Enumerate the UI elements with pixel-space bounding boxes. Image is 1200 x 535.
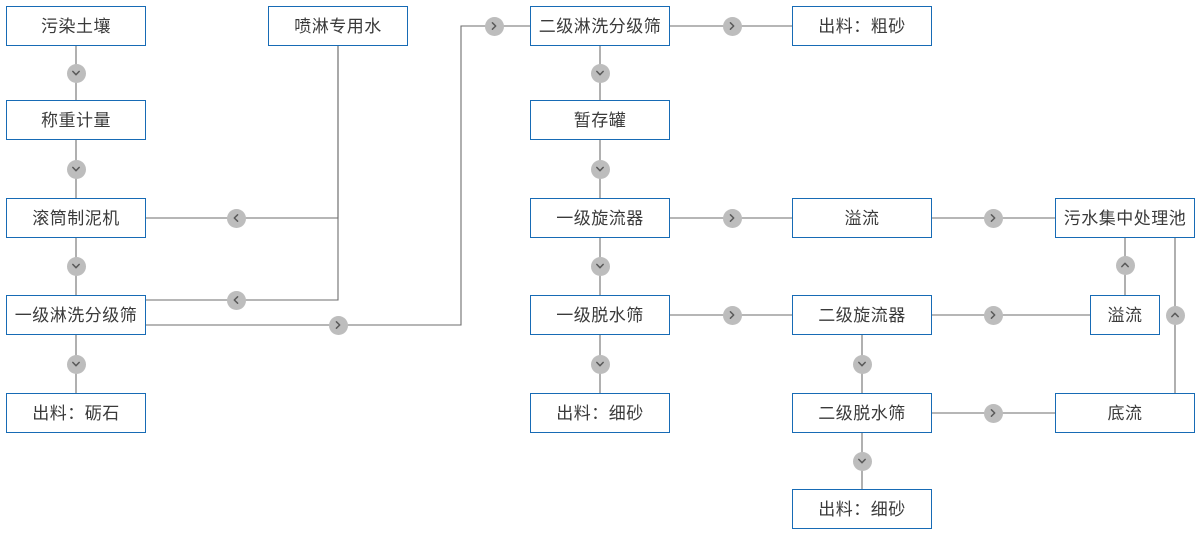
edge-n6-to-n4 [146,46,339,301]
process-node-label: 溢流 [844,208,880,228]
chevron-right-icon [484,16,504,36]
process-node-label: 一级脱水筛 [556,305,644,325]
chevron-down-icon [66,63,86,83]
chevron-up-icon [1165,305,1185,325]
process-node-n5[interactable]: 出料：砺石 [6,393,146,433]
chevron-down-icon [590,256,610,276]
process-node-label: 污水集中处理池 [1063,208,1187,228]
process-node-n3[interactable]: 滚筒制泥机 [6,198,146,238]
process-node-n19[interactable]: 底流 [1055,393,1195,433]
process-node-label: 一级淋洗分级筛 [14,305,138,325]
chevron-right-icon [722,305,742,325]
chevron-down-icon [66,159,86,179]
process-node-label: 出料：细砂 [818,499,906,519]
process-node-n7[interactable]: 二级淋洗分级筛 [530,6,670,46]
process-node-n10[interactable]: 一级脱水筛 [530,295,670,335]
edge-n6-to-n3 [146,46,339,219]
process-node-n15[interactable]: 二级脱水筛 [792,393,932,433]
process-node-label: 二级脱水筛 [818,403,906,423]
chevron-down-icon [66,256,86,276]
chevron-down-icon [590,63,610,83]
process-node-label: 二级淋洗分级筛 [538,16,662,36]
process-node-n17[interactable]: 污水集中处理池 [1055,198,1195,238]
process-node-label: 污染土壤 [41,16,111,36]
process-node-label: 滚筒制泥机 [32,208,120,228]
chevron-down-icon [590,354,610,374]
process-node-label: 出料：粗砂 [818,16,906,36]
process-node-n11[interactable]: 出料：细砂 [530,393,670,433]
process-node-n18[interactable]: 溢流 [1090,295,1160,335]
chevron-up-icon [1115,255,1135,275]
process-node-n13[interactable]: 溢流 [792,198,932,238]
process-node-n12[interactable]: 出料：粗砂 [792,6,932,46]
process-node-n14[interactable]: 二级旋流器 [792,295,932,335]
process-node-n2[interactable]: 称重计量 [6,100,146,140]
process-node-label: 二级旋流器 [818,305,906,325]
chevron-left-icon [226,208,246,228]
process-node-n4[interactable]: 一级淋洗分级筛 [6,295,146,335]
process-node-label: 喷淋专用水 [294,16,382,36]
chevron-right-icon [722,16,742,36]
chevron-down-icon [590,159,610,179]
chevron-left-icon [226,290,246,310]
process-node-n6[interactable]: 喷淋专用水 [268,6,408,46]
chevron-right-icon [983,305,1003,325]
chevron-down-icon [66,354,86,374]
process-node-n9[interactable]: 一级旋流器 [530,198,670,238]
process-node-label: 溢流 [1107,305,1143,325]
chevron-down-icon [852,451,872,471]
process-node-label: 一级旋流器 [556,208,644,228]
chevron-right-icon [983,403,1003,423]
chevron-down-icon [852,354,872,374]
process-node-n1[interactable]: 污染土壤 [6,6,146,46]
process-node-label: 称重计量 [41,110,111,130]
process-node-label: 出料：砺石 [32,403,120,423]
process-node-label: 出料：细砂 [556,403,644,423]
process-node-n16[interactable]: 出料：细砂 [792,489,932,529]
chevron-right-icon [722,208,742,228]
edge-n4-to-n7 [146,25,530,326]
chevron-right-icon [328,315,348,335]
process-node-label: 暂存罐 [573,110,627,130]
process-node-n8[interactable]: 暂存罐 [530,100,670,140]
chevron-right-icon [983,208,1003,228]
process-node-label: 底流 [1107,403,1143,423]
